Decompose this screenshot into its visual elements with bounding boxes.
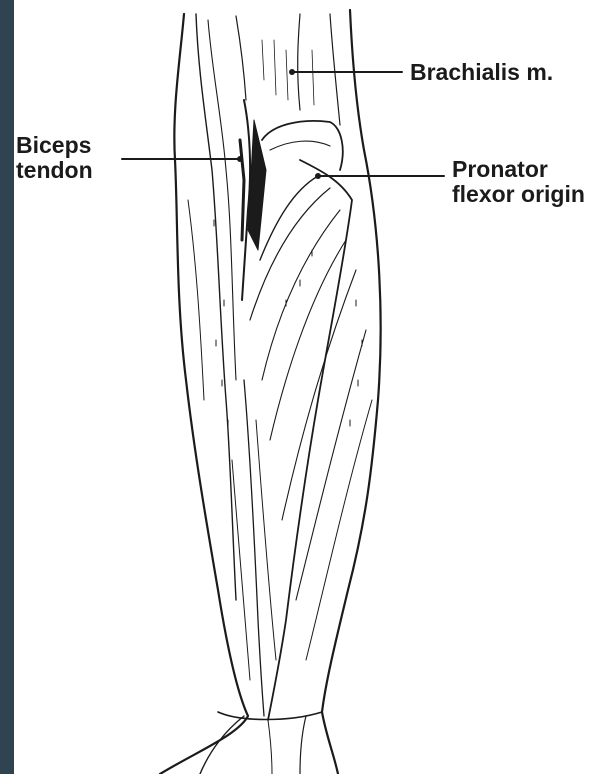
label-pronator-line2: flexor origin bbox=[452, 182, 585, 207]
brachialis-muscle bbox=[262, 121, 343, 170]
label-biceps-line1: Biceps bbox=[16, 133, 93, 158]
pronator-flexor-mass bbox=[268, 160, 352, 720]
label-brachialis: Brachialis m. bbox=[410, 60, 553, 85]
label-pronator-line1: Pronator bbox=[452, 157, 585, 182]
label-brachialis-text: Brachialis m. bbox=[410, 60, 553, 85]
forearm-outline-right bbox=[322, 10, 381, 774]
label-pronator-flexor-origin: Pronator flexor origin bbox=[452, 157, 585, 207]
label-biceps-tendon: Biceps tendon bbox=[16, 133, 93, 183]
label-biceps-line2: tendon bbox=[16, 158, 93, 183]
